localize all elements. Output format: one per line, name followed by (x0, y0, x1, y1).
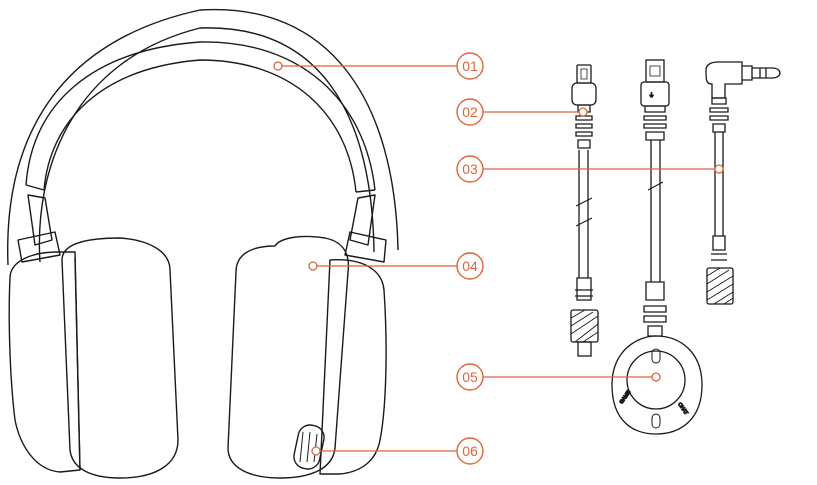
callout-05: 05 (456, 363, 484, 391)
callout-06: 06 (456, 437, 484, 465)
callout-lines (278, 65, 719, 452)
cable-03 (705, 61, 781, 305)
callout-01: 01 (456, 52, 484, 80)
callout-label-05: 05 (462, 369, 478, 385)
callout-label-06: 06 (462, 443, 478, 459)
right-ear-cushion (227, 235, 350, 479)
callout-label-04: 04 (462, 258, 478, 274)
headset-port (293, 424, 325, 470)
callout-label-01: 01 (462, 58, 478, 74)
right-earcup-shell (319, 259, 387, 475)
callout-03: 03 (456, 155, 484, 183)
callout-dots (273, 61, 724, 456)
headset (7, 8, 399, 479)
cable-02 (570, 64, 599, 357)
left-earcup-shell (8, 251, 81, 473)
volume-control: GAME CHAT (611, 335, 703, 435)
callout-02: 02 (456, 98, 484, 126)
headband-padding (25, 41, 376, 191)
headband-inner (38, 27, 375, 263)
callout-label-02: 02 (462, 104, 478, 120)
headband-outer (7, 8, 399, 266)
callout-label-03: 03 (462, 161, 478, 177)
left-ear-cushion (61, 237, 179, 479)
svg-text:CHAT: CHAT (676, 402, 689, 416)
usb-symbol: ⏚ (649, 92, 654, 99)
callout-04: 04 (456, 252, 484, 280)
svg-text:GAME: GAME (619, 389, 633, 405)
